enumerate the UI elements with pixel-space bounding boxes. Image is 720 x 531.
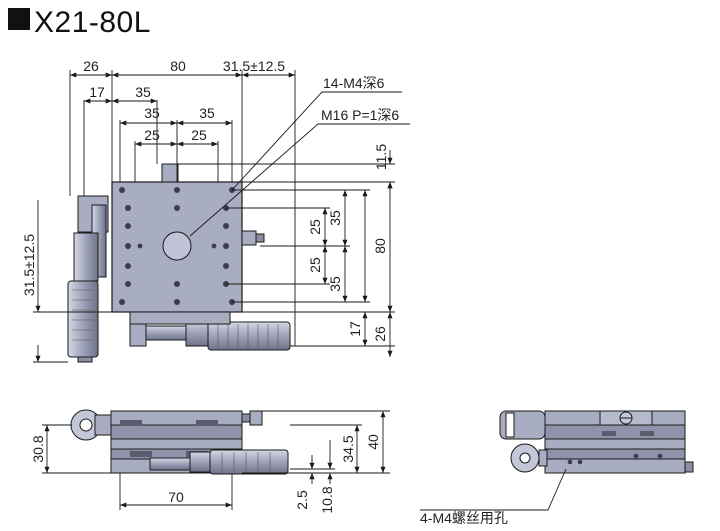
dim-right-26: 26 — [372, 326, 388, 342]
callout-4-m4: 4-M4螺丝用孔 — [420, 510, 508, 526]
dim-front-40: 40 — [365, 434, 381, 450]
dim-front-34-5: 34.5 — [340, 435, 356, 462]
dim-left-31-5: 31.5±12.5 — [21, 234, 37, 296]
dim-right-25-upper: 25 — [307, 219, 323, 235]
dim-top-35-right: 35 — [199, 105, 215, 121]
title-text: X21-80L — [34, 6, 151, 39]
dim-front-30-8: 30.8 — [30, 435, 46, 462]
dim-front-10-8: 10.8 — [319, 486, 335, 513]
dim-top-25-right: 25 — [191, 127, 207, 143]
dim-top-31-5: 31.5±12.5 — [223, 58, 285, 74]
dim-right-80: 80 — [372, 238, 388, 254]
lock-screw-top — [161, 163, 179, 183]
dim-top-26: 26 — [83, 58, 99, 74]
dim-front-2-5: 2.5 — [294, 490, 310, 510]
dim-top-35-left: 35 — [144, 105, 160, 121]
center-m16-hole — [162, 231, 192, 261]
dim-top-35: 35 — [135, 84, 151, 100]
dim-right-11-5: 11.5 — [373, 144, 389, 170]
front-view: 30.8 34.5 40 2.5 10.8 70 — [30, 409, 390, 514]
dim-right-35-upper: 35 — [327, 210, 343, 226]
title-square-icon — [8, 8, 30, 30]
dim-right-17: 17 — [347, 321, 363, 337]
dim-top-17: 17 — [89, 84, 105, 100]
page-title: X21-80L — [8, 6, 151, 40]
side-lower-plate — [544, 458, 686, 474]
front-micrometer-thimble — [209, 449, 289, 475]
bottom-micrometer-thimble — [207, 321, 291, 351]
lock-screw-right — [241, 230, 257, 246]
left-micrometer-thimble — [67, 280, 99, 358]
left-micrometer-barrel — [73, 232, 99, 282]
top-view: 26 80 31.5±12.5 17 35 35 35 25 25 — [21, 58, 410, 363]
callout-14-m4: 14-M4深6 — [323, 75, 385, 91]
dim-right-25-lower: 25 — [307, 257, 323, 273]
dim-top-80: 80 — [170, 58, 186, 74]
callout-m16: M16 P=1深6 — [321, 107, 399, 123]
dim-top-25-left: 25 — [144, 127, 160, 143]
side-view: 4-M4螺丝用孔 — [420, 410, 694, 526]
dim-front-70: 70 — [168, 489, 184, 505]
side-screw-holes — [567, 453, 663, 465]
dim-right-35-lower: 35 — [327, 276, 343, 292]
